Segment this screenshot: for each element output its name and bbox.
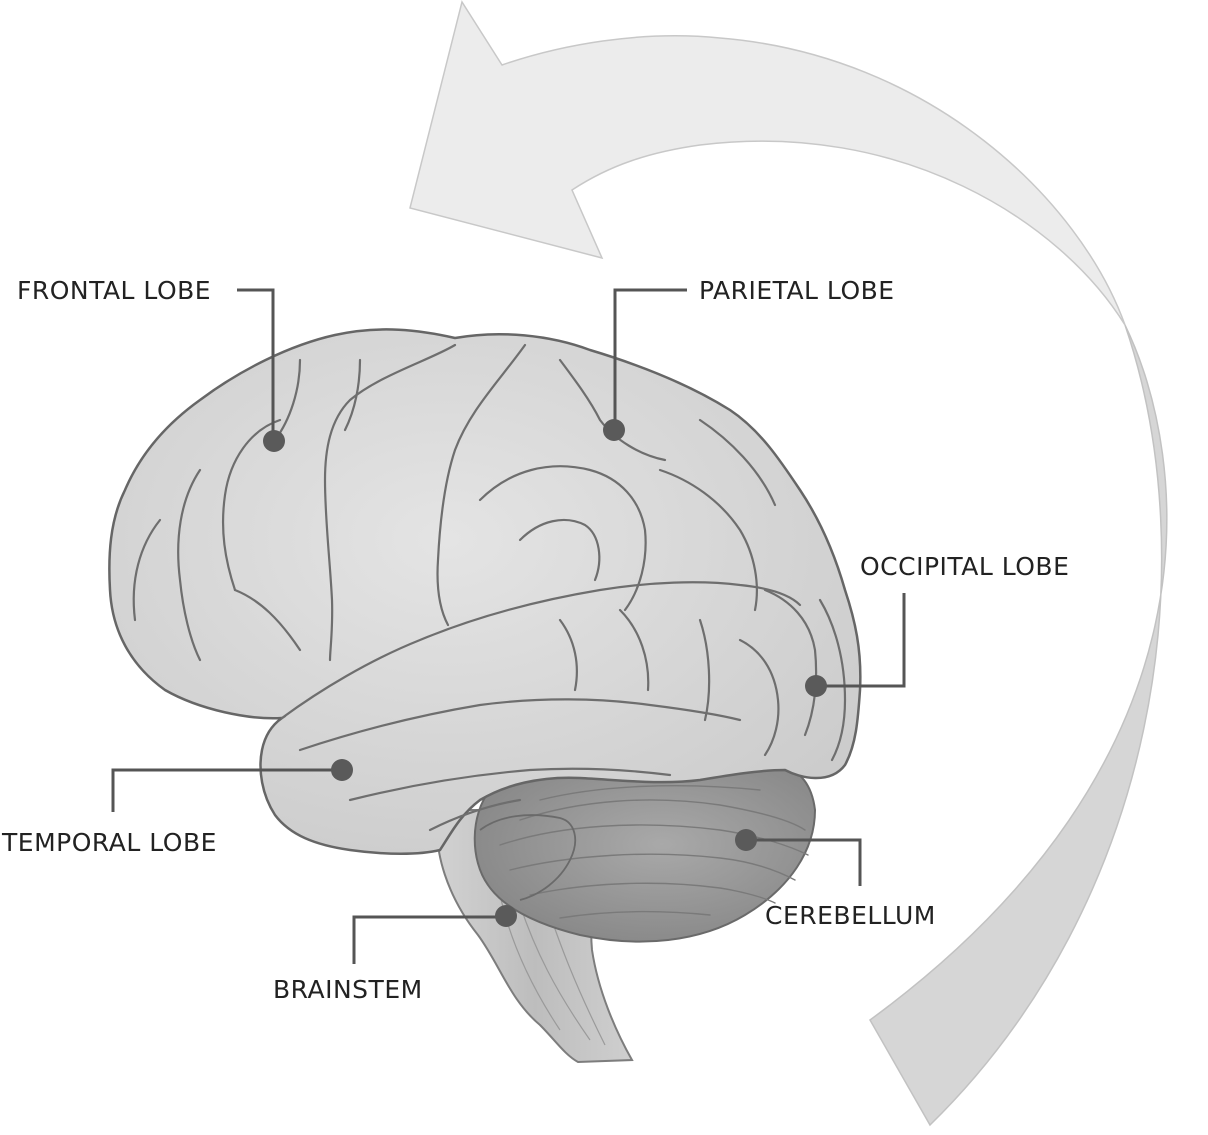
arrow-lower-band — [870, 325, 1167, 1125]
parietal-marker — [603, 419, 625, 441]
parietal-lobe-label: PARIETAL LOBE — [699, 276, 895, 305]
temporal-marker — [331, 759, 353, 781]
cerebellum-label: CEREBELLUM — [765, 901, 936, 930]
cerebellum-shape — [475, 765, 815, 942]
frontal-lobe-label: FRONTAL LOBE — [17, 276, 211, 305]
cerebellum-marker — [735, 829, 757, 851]
occipital-marker — [805, 675, 827, 697]
brainstem-marker — [495, 905, 517, 927]
occipital-lobe-label: OCCIPITAL LOBE — [860, 552, 1069, 581]
frontal-marker — [263, 430, 285, 452]
temporal-lobe-label: TEMPORAL LOBE — [1, 828, 217, 857]
brainstem-label: BRAINSTEM — [273, 975, 423, 1004]
